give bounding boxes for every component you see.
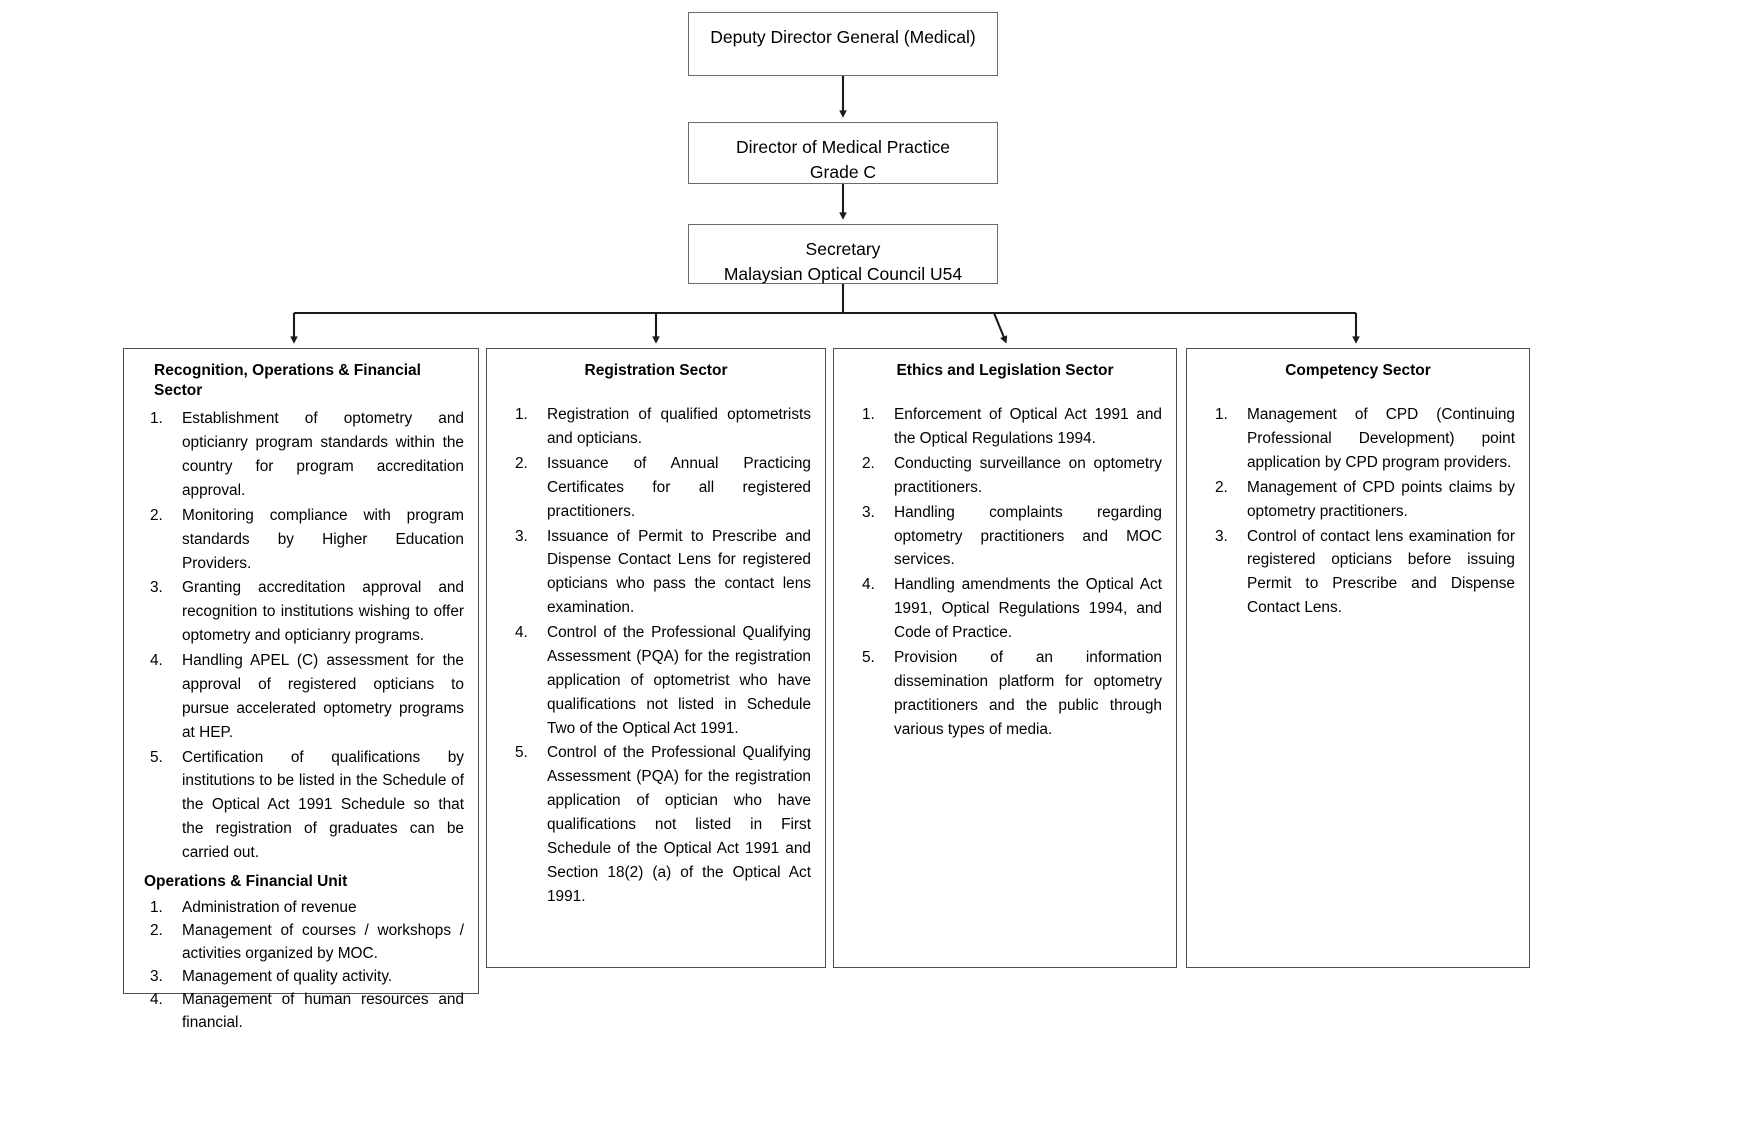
sector-title: Ethics and Legislation Sector — [896, 362, 1114, 379]
list-item-number: 5. — [515, 744, 528, 762]
list-item: 3. Issuance of Permit to Prescribe and Di… — [501, 525, 811, 621]
list-item-text: Enforcement of Optical Act 1991 and the … — [894, 406, 1162, 448]
list-item-number: 1. — [1215, 406, 1228, 424]
list-item-number: 5. — [862, 648, 875, 666]
list-item-number: 3. — [862, 503, 875, 521]
sector-title: Competency Sector — [1285, 362, 1431, 379]
node-secretary-moc: Secretary Malaysian Optical Council U54 — [688, 224, 998, 284]
list-item-number: 1. — [862, 406, 875, 424]
list-item-number: 1. — [150, 410, 163, 428]
node-deputy-director-general: Deputy Director General (Medical) — [688, 12, 998, 76]
list-item-number: 2. — [862, 454, 875, 472]
sector-title: Recognition, Operations & Financial Sect… — [154, 362, 421, 400]
list-item-text: Provision of an information disseminatio… — [894, 648, 1162, 738]
list-item-text: Monitoring compliance with program stand… — [182, 506, 464, 572]
sector-ethics-and-legislation: Ethics and Legislation Sector 1. Enforcem… — [833, 348, 1177, 968]
list-item-number: 4. — [862, 576, 875, 594]
sector-registration: Registration Sector 1. Registration of qu… — [486, 348, 826, 968]
list-item-text: Control of contact lens examination for … — [1247, 527, 1515, 617]
list-item: 1. Enforcement of Optical Act 1991 and th… — [848, 403, 1162, 451]
list-item-text: Control of the Professional Qualifying A… — [547, 624, 811, 737]
list-item: 4. Management of human resources and fina… — [138, 988, 464, 1034]
list-item: 2. Issuance of Annual Practicing Certific… — [501, 452, 811, 524]
sector-recognition-operations-financial: Recognition, Operations & Financial Sect… — [123, 348, 479, 1031]
list-item: 2. Management of CPD points claims by opt… — [1201, 476, 1515, 524]
list-item-number: 2. — [150, 921, 163, 939]
list-item-number: 4. — [150, 652, 163, 670]
node-label-line: Malaysian Optical Council U54 — [723, 264, 963, 285]
list-item: 1. Registration of qualified optometrists… — [501, 403, 811, 451]
node-director-medical-practice: Director of Medical Practice Grade C — [688, 122, 998, 184]
list-item-number: 3. — [150, 967, 163, 985]
node-label-line: Director of Medical Practice — [736, 137, 950, 157]
list-item-text: Establishment of optometry and opticianr… — [182, 410, 464, 499]
sector-title: Registration Sector — [584, 362, 728, 379]
list-item-number: 2. — [1215, 478, 1228, 496]
sector-competency: Competency Sector 1. Management of CPD (C… — [1186, 348, 1530, 968]
list-item: 3. Management of quality activity. — [138, 965, 464, 988]
subsection-heading: Operations & Financial Unit — [144, 872, 348, 890]
list-item-number: 2. — [150, 506, 163, 524]
list-item: 1. Establishment of optometry and opticia… — [138, 407, 464, 503]
list-item: 4. Handling APEL (C) assessment for the a… — [138, 649, 464, 745]
sector-item-list: 1. Establishment of optometry and opticia… — [138, 407, 464, 865]
list-item-number: 4. — [150, 991, 163, 1009]
list-item-number: 3. — [1215, 527, 1228, 545]
list-item-text: Control of the Professional Qualifying A… — [547, 744, 811, 905]
list-item: 1. Administration of revenue — [138, 896, 464, 919]
list-item-text: Granting accreditation approval and reco… — [182, 579, 464, 645]
list-item-text: Management of CPD (Continuing Profession… — [1247, 406, 1515, 471]
list-item-text: Handling complaints regarding optometry … — [894, 503, 1162, 569]
list-item: 1. Management of CPD (Continuing Professi… — [1201, 403, 1515, 475]
list-item: 5. Certification of qualifications by ins… — [138, 746, 464, 865]
node-label-line: Grade C — [809, 162, 877, 183]
list-item-text: Issuance of Permit to Prescribe and Disp… — [547, 527, 811, 617]
list-item: 2. Monitoring compliance with program sta… — [138, 504, 464, 576]
list-item-text: Conducting surveillance on optometry pra… — [894, 454, 1162, 496]
list-item-number: 3. — [515, 527, 528, 545]
list-item-number: 1. — [150, 898, 163, 916]
list-item-number: 3. — [150, 579, 163, 597]
node-label-line: Secretary — [805, 239, 881, 259]
list-item: 3. Granting accreditation approval and re… — [138, 576, 464, 648]
list-item-text: Management of human resources and financ… — [182, 991, 464, 1032]
list-item: 2. Management of courses / workshops / ac… — [138, 919, 464, 965]
sector-item-list: 1. Management of CPD (Continuing Professi… — [1201, 403, 1515, 620]
list-item-text: Management of CPD points claims by optom… — [1247, 478, 1515, 520]
list-item: 3. Control of contact lens examination fo… — [1201, 525, 1515, 621]
list-item: 2. Conducting surveillance on optometry p… — [848, 452, 1162, 500]
list-item-number: 5. — [150, 748, 163, 766]
list-item: 4. Control of the Professional Qualifying… — [501, 621, 811, 740]
sector-item-list: 1. Registration of qualified optometrists… — [501, 403, 811, 908]
list-item-text: Certification of qualifications by insti… — [182, 748, 464, 862]
list-item-text: Handling amendments the Optical Act 1991… — [894, 576, 1162, 642]
sector-item-list: 1. Enforcement of Optical Act 1991 and th… — [848, 403, 1162, 741]
list-item: 3. Handling complaints regarding optometr… — [848, 501, 1162, 573]
node-label-line: Deputy Director General (Medical) — [710, 27, 976, 47]
list-item-text: Issuance of Annual Practicing Certificat… — [547, 454, 811, 520]
list-item-text: Handling APEL (C) assessment for the app… — [182, 652, 464, 741]
subsection-item-list: 1. Administration of revenue 2. Management… — [138, 896, 464, 1035]
list-item: 5. Control of the Professional Qualifying… — [501, 741, 811, 908]
list-item-number: 1. — [515, 406, 528, 424]
list-item: 5. Provision of an information disseminat… — [848, 646, 1162, 742]
list-item: 4. Handling amendments the Optical Act 19… — [848, 573, 1162, 645]
list-item-text: Management of quality activity. — [182, 967, 393, 985]
list-item-text: Management of courses / workshops / acti… — [182, 921, 464, 962]
list-item-text: Registration of qualified optometrists a… — [547, 406, 811, 448]
list-item-number: 4. — [515, 624, 528, 642]
list-item-text: Administration of revenue — [182, 898, 357, 916]
list-item-number: 2. — [515, 454, 528, 472]
